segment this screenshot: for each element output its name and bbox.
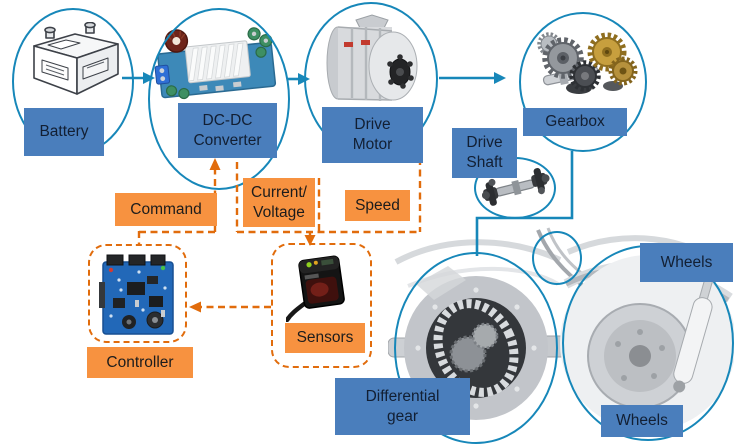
- gearbox-gears-photo: [537, 32, 638, 94]
- dcdc-converter-label: DC-DC Converter: [178, 103, 277, 158]
- sensor-device-photo: [286, 255, 345, 322]
- arrow-command-into-dcdc: [209, 158, 221, 170]
- arrow-sensors-to-controller: [189, 301, 201, 313]
- sensors-dashed-box: [271, 243, 372, 368]
- sensors-label: Sensors: [285, 323, 365, 353]
- drive-motor-label: Drive Motor: [322, 107, 423, 163]
- controller-label: Controller: [87, 347, 193, 378]
- differential-gear-label: Differential gear: [335, 378, 470, 435]
- drive-shaft-label: Drive Shaft: [452, 128, 517, 178]
- gearbox-label: Gearbox: [523, 108, 627, 136]
- arrow-motor-to-gearbox: [494, 72, 506, 84]
- current-voltage-label: Current/ Voltage: [243, 178, 315, 227]
- speed-label: Speed: [345, 190, 410, 221]
- dcdc-converter-board-photo: [154, 27, 277, 100]
- rear-axle-photo: [388, 227, 734, 431]
- wheels-top-label: Wheels: [640, 243, 733, 282]
- wheels-bottom-label: Wheels: [601, 405, 683, 437]
- controller-dashed-box: [88, 244, 187, 343]
- arrow-dcdc-to-motor: [298, 73, 310, 85]
- command-label: Command: [115, 193, 217, 226]
- controller-board-photo: [99, 254, 174, 335]
- drive-motor-photo: [326, 14, 418, 101]
- battery-label: Battery: [24, 108, 104, 156]
- battery-photo: [33, 22, 119, 95]
